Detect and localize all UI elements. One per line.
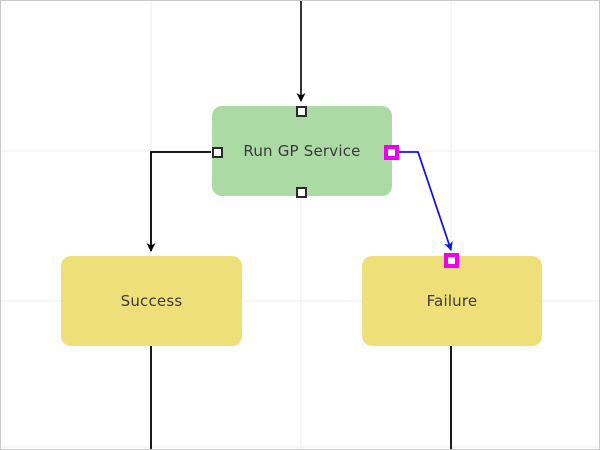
edge-run-gp-service-to-success[interactable] (146, 151, 211, 252)
node-success[interactable]: Success (61, 256, 242, 346)
node-label-success: Success (120, 291, 183, 310)
port-failure-top-selected[interactable] (443, 252, 459, 268)
node-label-failure: Failure (426, 291, 478, 310)
port-run-gp-service-left[interactable] (211, 146, 223, 158)
port-run-gp-service-bottom[interactable] (295, 186, 307, 198)
node-failure[interactable]: Failure (362, 256, 542, 346)
node-run-gp-service[interactable]: Run GP Service (212, 106, 392, 196)
node-label-run-gp-service: Run GP Service (243, 141, 361, 160)
port-run-gp-service-top[interactable] (295, 105, 307, 117)
edge-run-gp-service-to-failure[interactable] (398, 151, 453, 251)
port-run-gp-service-right-selected[interactable] (383, 144, 399, 160)
